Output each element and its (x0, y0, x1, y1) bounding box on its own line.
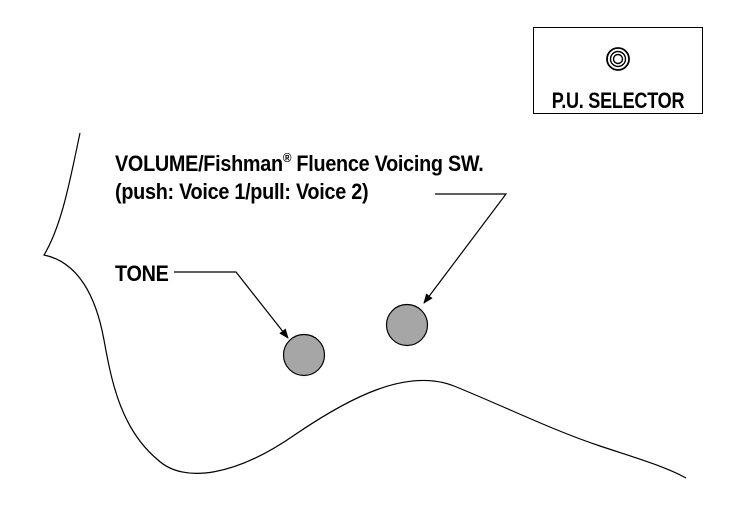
selector-switch-icon (606, 47, 630, 71)
volume-push-pull-label: (push: Voice 1/pull: Voice 2) (115, 179, 369, 204)
volume-label: VOLUME/Fishman® Fluence Voicing SW. (115, 150, 484, 176)
volume-label-rest: Fluence Voicing SW. (291, 151, 484, 176)
tone-pointer (174, 271, 289, 339)
volume-label-main: VOLUME/Fishman (115, 151, 283, 176)
registered-mark: ® (282, 150, 292, 165)
body-outline (43, 132, 687, 479)
pickup-selector-box: P.U. SELECTOR (533, 27, 703, 114)
volume-pointer (423, 193, 508, 304)
tone-label: TONE (115, 261, 169, 286)
pickup-selector-label: P.U. SELECTOR (551, 88, 685, 113)
volume-knob (385, 303, 429, 347)
tone-knob (282, 333, 326, 377)
